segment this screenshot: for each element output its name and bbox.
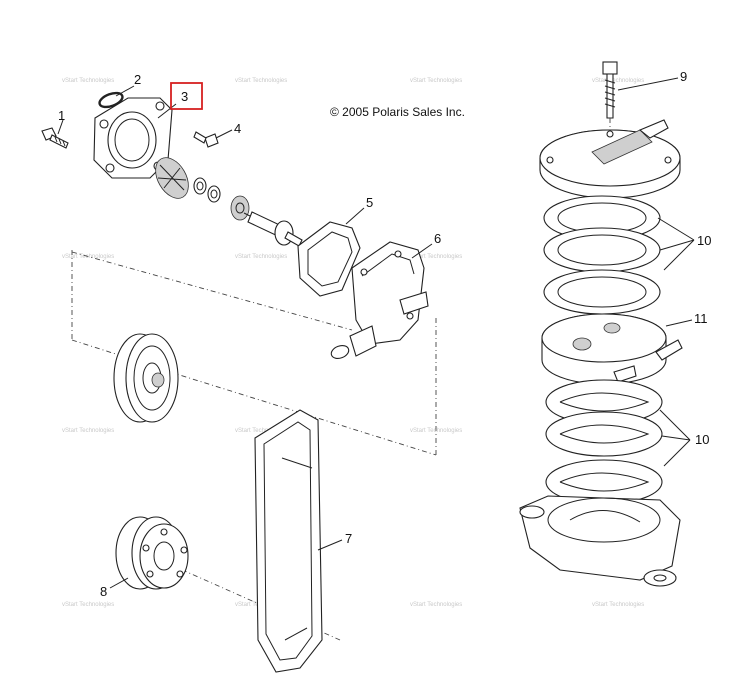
- watermark: vStart Technologies: [235, 78, 287, 84]
- watermark: vStart Technologies: [62, 602, 114, 608]
- callout-6[interactable]: 6: [434, 231, 441, 246]
- fuel-pump-base: [519, 495, 681, 587]
- bolt-part-4: [193, 131, 219, 148]
- diaphragm-gaskets-part-10-upper: [543, 195, 661, 315]
- callout-highlight-box: [170, 82, 203, 110]
- fuel-pump-stack: [519, 61, 683, 587]
- pump-housing-part-6: [330, 241, 429, 359]
- watermark: vStart Technologies: [410, 602, 462, 608]
- callout-7[interactable]: 7: [345, 531, 352, 546]
- callout-11[interactable]: 11: [694, 311, 708, 326]
- pump-shaft: [243, 211, 303, 247]
- watermark: vStart Technologies: [410, 78, 462, 84]
- bolt-part-1: [41, 127, 69, 149]
- callout-2[interactable]: 2: [134, 72, 141, 87]
- callout-8[interactable]: 8: [100, 584, 107, 599]
- callout-3[interactable]: 3: [181, 89, 188, 104]
- leader-lines: [57, 77, 695, 589]
- diaphragm-gaskets-part-10-lower: [545, 379, 663, 505]
- watermark: vStart Technologies: [410, 254, 462, 260]
- gasket-part-5: [297, 221, 361, 297]
- pump-cover-part-3: [93, 97, 173, 179]
- fuel-pump-top-cover: [539, 119, 681, 199]
- callout-9[interactable]: 9: [680, 69, 687, 84]
- watermark: vStart Technologies: [62, 78, 114, 84]
- watermark: vStart Technologies: [235, 428, 287, 434]
- watermark: vStart Technologies: [62, 254, 114, 260]
- pulley-part-8: [115, 516, 189, 590]
- drive-pulley: [113, 333, 179, 423]
- copyright-text: © 2005 Polaris Sales Inc.: [330, 105, 465, 119]
- watermark: vStart Technologies: [62, 428, 114, 434]
- callout-5[interactable]: 5: [366, 195, 373, 210]
- o-ring-part-2: [98, 91, 124, 109]
- watermark: vStart Technologies: [235, 254, 287, 260]
- impeller: [155, 157, 189, 199]
- callout-labels: 1 2 3 4 5 6 7 8 9 10 10 11: [58, 69, 711, 599]
- drive-belt-part-7: [254, 409, 323, 673]
- screw-part-9: [602, 61, 618, 135]
- watermark: vStart Technologies: [592, 78, 644, 84]
- callout-10-lower[interactable]: 10: [695, 432, 709, 447]
- callout-10-upper[interactable]: 10: [697, 233, 711, 248]
- watermark: vStart Technologies: [592, 602, 644, 608]
- callout-4[interactable]: 4: [234, 121, 241, 136]
- water-pump-assembly: [41, 91, 429, 359]
- callout-1[interactable]: 1: [58, 108, 65, 123]
- bearings-and-seals: [193, 177, 250, 221]
- fuel-pump-center-body-part-11: [541, 313, 683, 385]
